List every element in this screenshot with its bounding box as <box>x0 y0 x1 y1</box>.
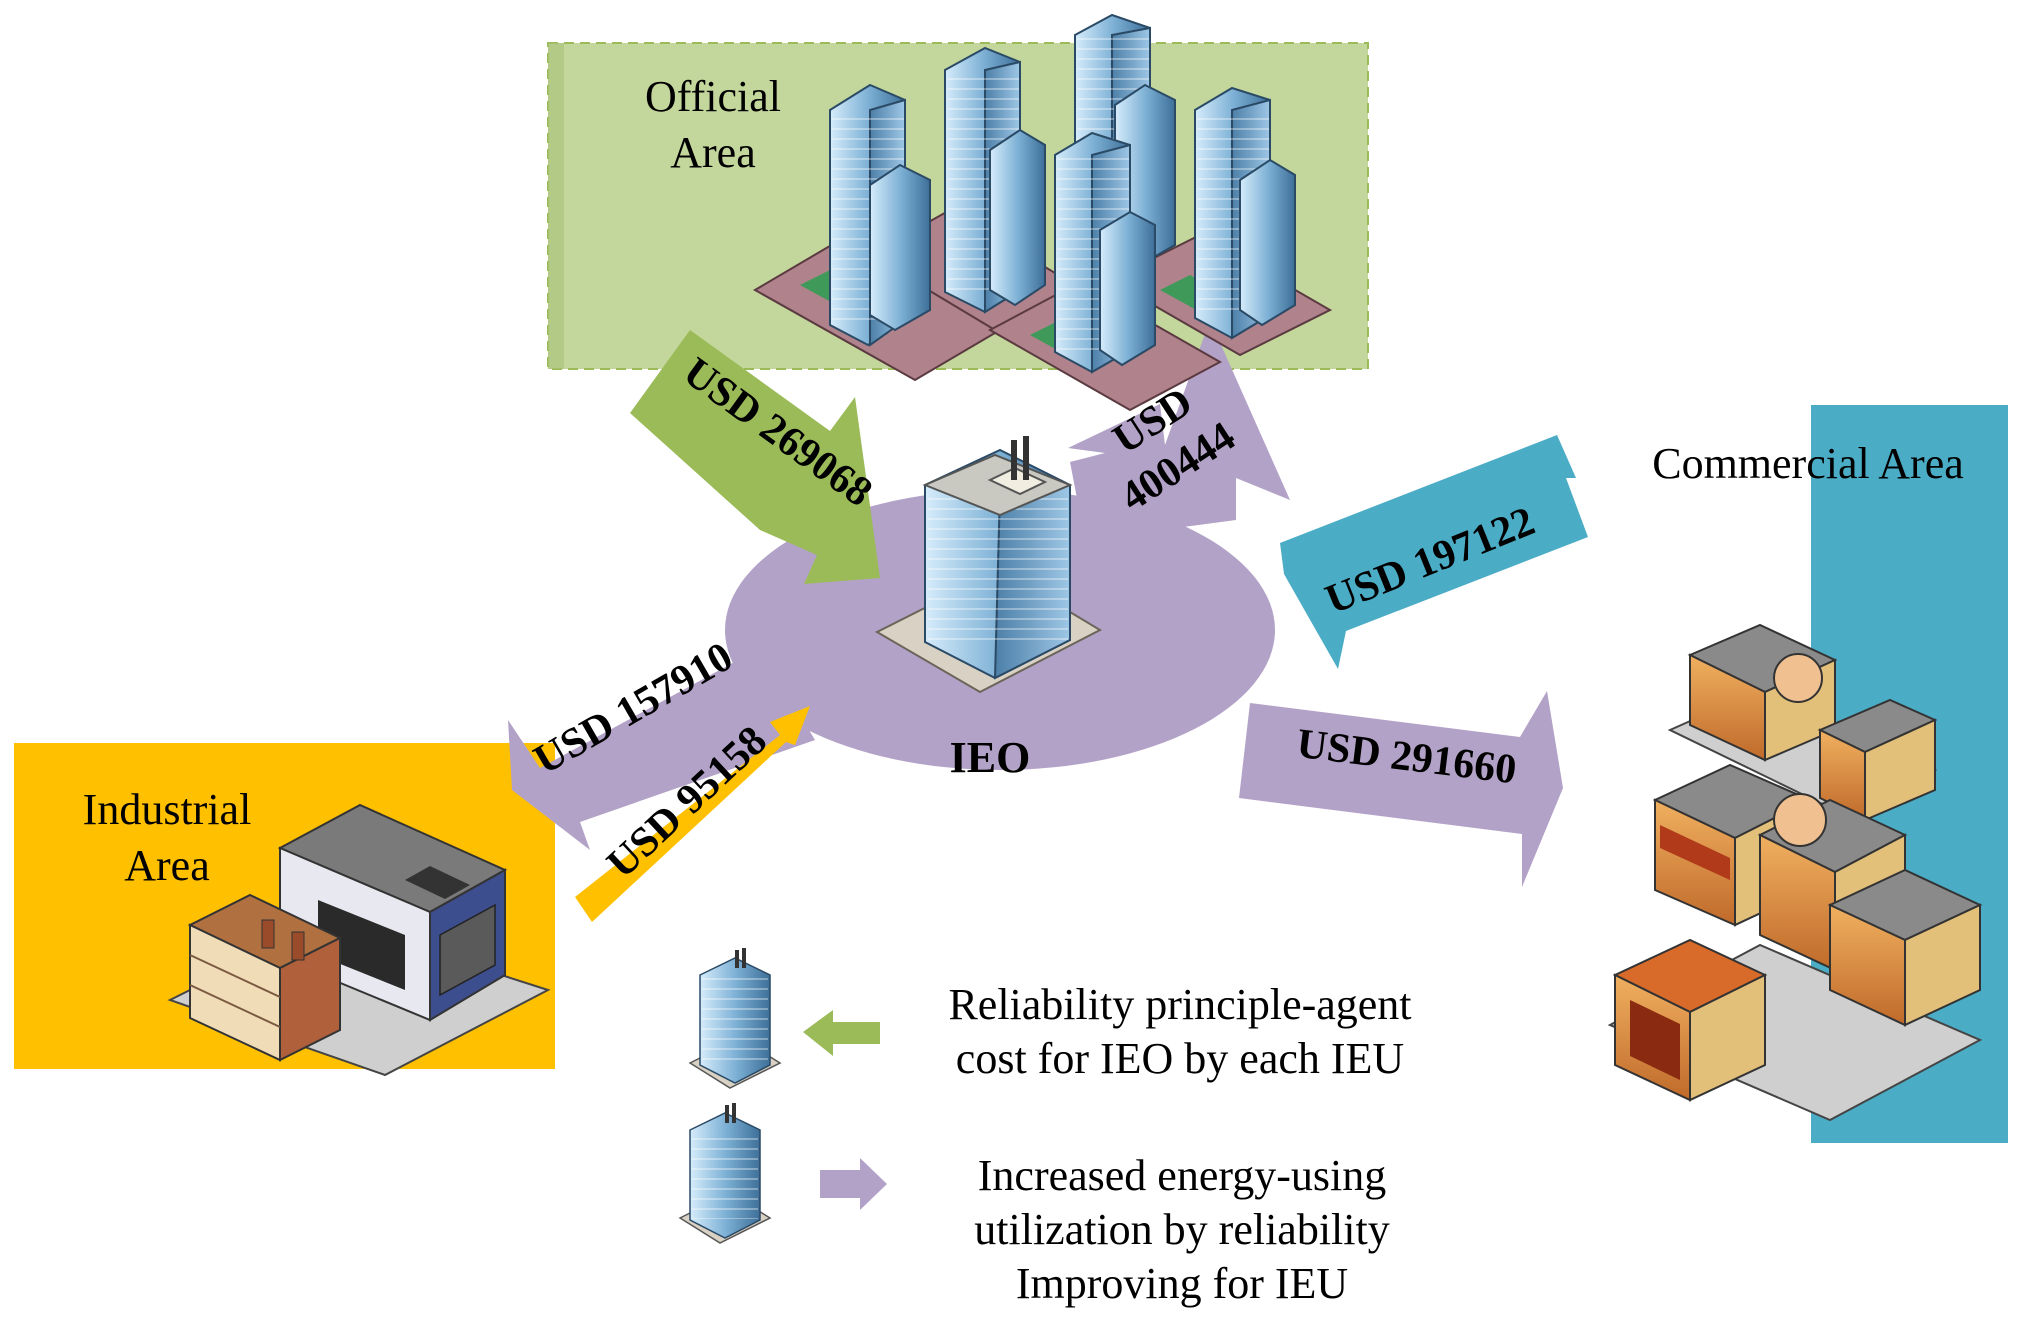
ieo-label: IEO <box>950 733 1031 782</box>
legend-utilization-line3: Improving for IEU <box>1016 1259 1348 1308</box>
legend-utilization-line1: Increased energy-using <box>978 1151 1386 1200</box>
industrial-area-label-line1: Industrial <box>83 785 252 834</box>
legend-cost-line2: cost for IEO by each IEU <box>956 1034 1404 1083</box>
arrow-industrial-to-ieo <box>575 706 810 922</box>
legend-cost-line1: Reliability principle-agent <box>948 980 1411 1029</box>
factory-icon <box>167 803 551 1077</box>
ieo-building-icon <box>874 436 1103 694</box>
legend-ieo-building-icon-2 <box>678 1103 772 1244</box>
industrial-area-label-line2: Area <box>124 841 210 890</box>
legend-ieo-building-icon-1 <box>688 948 782 1089</box>
arrow-ieo-to-commercial <box>1239 691 1563 887</box>
shops-icon <box>1607 623 1983 1122</box>
office-towers-icon <box>752 13 1333 412</box>
arrow-ieo-to-official <box>1068 320 1290 540</box>
official-area-label-line2: Area <box>670 128 756 177</box>
arrow-official-to-ieo <box>630 330 880 584</box>
legend-arrow-utilization <box>820 1158 887 1210</box>
official-area-label-line1: Official <box>645 72 781 121</box>
legend <box>678 948 887 1244</box>
arrow-commercial-to-ieo <box>1280 435 1588 669</box>
legend-arrow-cost <box>803 1010 880 1056</box>
arrow-ieo-to-industrial <box>508 648 815 850</box>
legend-utilization-line2: utilization by reliability <box>974 1205 1389 1254</box>
commercial-area-label: Commercial Area <box>1652 439 1964 488</box>
